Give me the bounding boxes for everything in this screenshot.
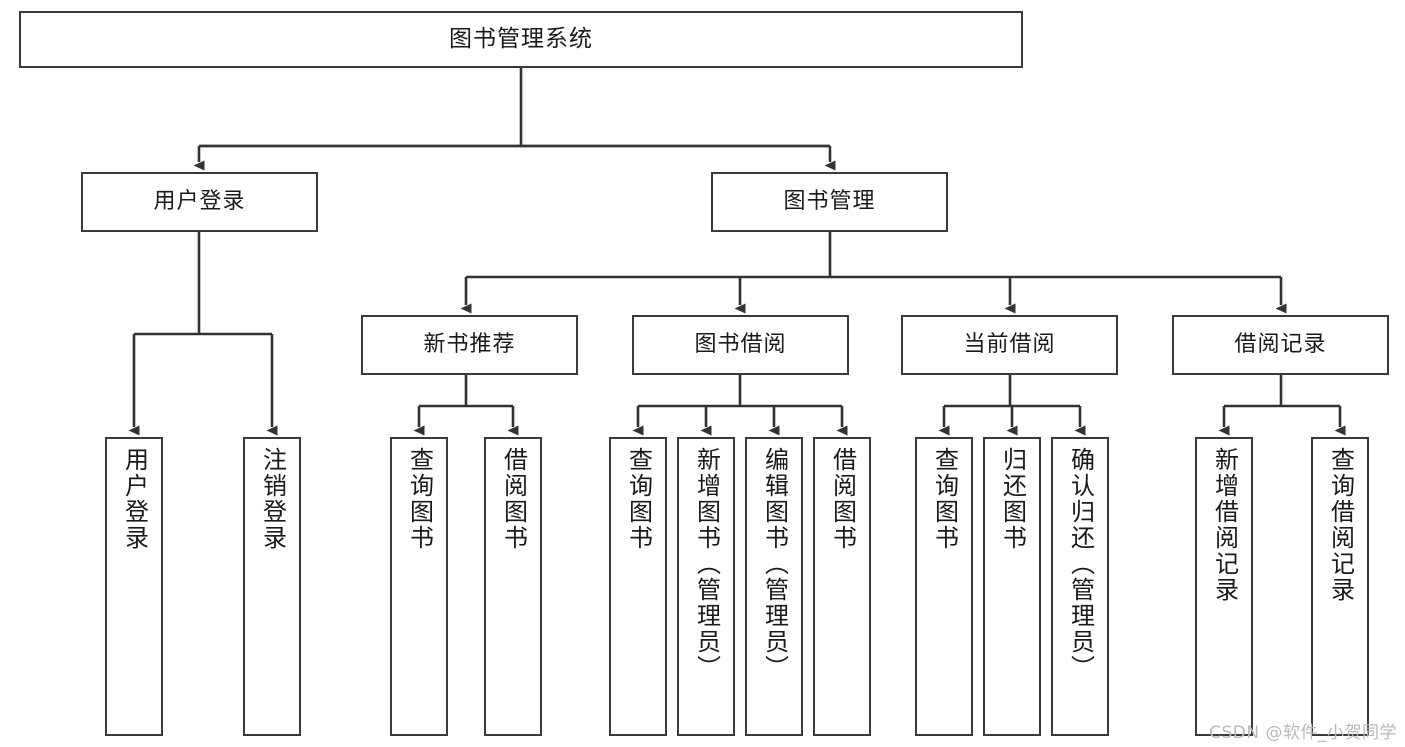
- node-label: 编辑图书（管理员）: [760, 447, 789, 681]
- node-label: 查询图书: [930, 447, 959, 551]
- leaf-add-book[interactable]: 新增图书（管理员）: [677, 437, 735, 736]
- node-label: 图书管理系统: [449, 25, 593, 52]
- node-label: 查询图书: [405, 447, 434, 551]
- leaf-confirm-return[interactable]: 确认归还（管理员）: [1051, 437, 1109, 736]
- node-new-book-rec[interactable]: 新书推荐: [361, 315, 578, 375]
- leaf-query-book-borrow[interactable]: 查询图书: [609, 437, 667, 736]
- node-borrow-record[interactable]: 借阅记录: [1172, 315, 1389, 375]
- leaf-borrow-book[interactable]: 借阅图书: [813, 437, 871, 736]
- node-book-manage[interactable]: 图书管理: [711, 172, 948, 232]
- csdn-watermark: CSDN @软件_小贺同学: [1209, 723, 1397, 743]
- leaf-query-book-current[interactable]: 查询图书: [915, 437, 973, 736]
- node-label: 查询借阅记录: [1326, 447, 1355, 603]
- node-label: 确认归还（管理员）: [1066, 447, 1095, 681]
- node-label: 用户登录: [153, 188, 246, 214]
- node-label: 新书推荐: [423, 331, 516, 357]
- node-root-system[interactable]: 图书管理系统: [19, 11, 1023, 68]
- node-label: 当前借阅: [963, 331, 1056, 357]
- node-label: 图书借阅: [694, 331, 787, 357]
- node-label: 借阅图书: [499, 447, 528, 551]
- node-label: 归还图书: [998, 447, 1027, 551]
- leaf-logout[interactable]: 注销登录: [243, 437, 301, 736]
- node-label: 用户登录: [120, 447, 149, 551]
- node-user-login[interactable]: 用户登录: [81, 172, 318, 232]
- leaf-borrow-book-new-rec[interactable]: 借阅图书: [484, 437, 542, 736]
- leaf-query-record[interactable]: 查询借阅记录: [1311, 437, 1369, 736]
- node-label: 新增借阅记录: [1210, 447, 1239, 603]
- leaf-return-book[interactable]: 归还图书: [983, 437, 1041, 736]
- leaf-user-login[interactable]: 用户登录: [105, 437, 163, 736]
- node-label: 图书管理: [783, 188, 876, 214]
- node-book-borrow[interactable]: 图书借阅: [632, 315, 849, 375]
- node-label: 查询图书: [624, 447, 653, 551]
- leaf-query-book-new-rec[interactable]: 查询图书: [390, 437, 448, 736]
- node-current-borrow[interactable]: 当前借阅: [901, 315, 1118, 375]
- node-label: 借阅记录: [1234, 331, 1327, 357]
- leaf-add-record[interactable]: 新增借阅记录: [1195, 437, 1253, 736]
- node-label: 借阅图书: [828, 447, 857, 551]
- node-label: 注销登录: [258, 447, 287, 551]
- leaf-edit-book[interactable]: 编辑图书（管理员）: [745, 437, 803, 736]
- node-label: 新增图书（管理员）: [692, 447, 721, 681]
